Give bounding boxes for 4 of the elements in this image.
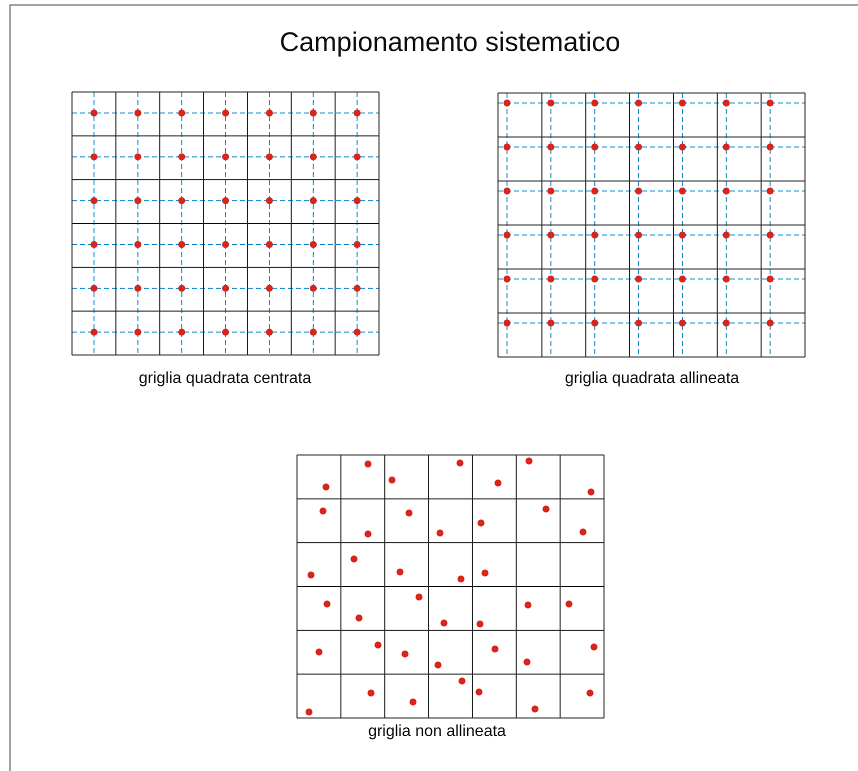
grid-caption: griglia quadrata centrata [138, 370, 312, 388]
grid-caption: griglia non allineata [368, 723, 506, 741]
grid-caption: griglia quadrata allineata [564, 370, 740, 388]
diagram-title: Campionamento sistematico [280, 27, 620, 58]
